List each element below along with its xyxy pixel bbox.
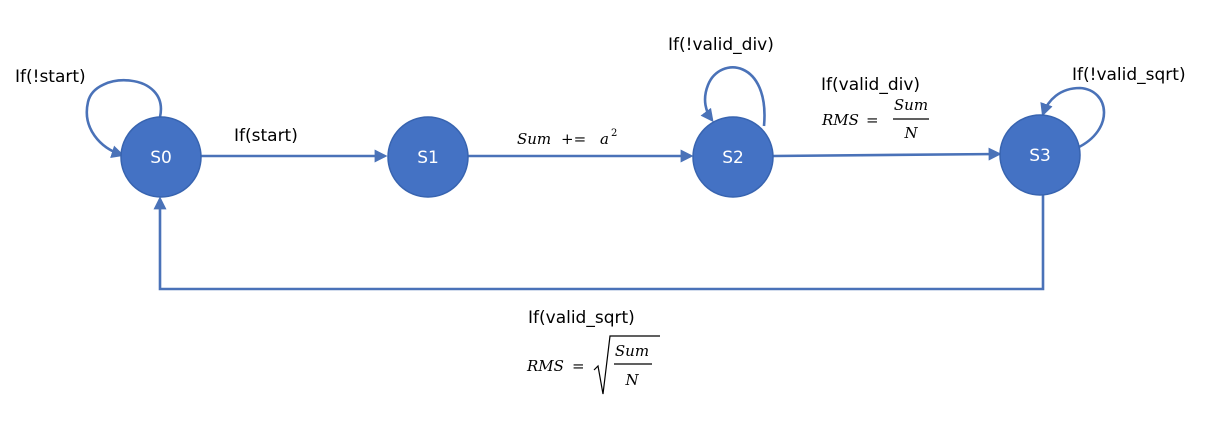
state-s1: S1 (387, 116, 469, 198)
edge-s2-self (700, 66, 766, 127)
rms-div-num: Sum (894, 96, 928, 114)
rms-div-lhs: RMS (821, 111, 859, 129)
sum-update-lhs: Sum (517, 130, 551, 148)
rms-sqrt-eq: = (572, 357, 585, 375)
state-s0: S0 (120, 116, 202, 198)
state-s3-label: S3 (1029, 146, 1051, 166)
cond-s0-to-s1: If(start) (234, 126, 298, 146)
cond-s2-self: If(!valid_div) (668, 35, 774, 55)
equation-sum-update: Sum += a 2 (517, 128, 617, 148)
edge-s0-self (85, 79, 163, 159)
cond-s3-to-s0: If(valid_sqrt) (528, 308, 635, 328)
sum-update-op: += (561, 130, 586, 148)
state-s2-label: S2 (722, 148, 744, 168)
state-s2: S2 (692, 116, 774, 198)
rms-sqrt-num: Sum (615, 342, 649, 360)
edge-s3-to-s0 (153, 195, 1045, 291)
sum-update-exponent: 2 (611, 128, 617, 139)
sqrt-icon (593, 335, 660, 395)
edge-s2-to-s3 (772, 147, 1002, 161)
cond-s0-self: If(!start) (15, 67, 86, 87)
edge-s3-self (1040, 86, 1106, 150)
sum-update-rhs: a (600, 130, 609, 148)
rms-div-eq: = (866, 111, 879, 129)
rms-div-den: N (903, 124, 918, 142)
state-s3: S3 (999, 114, 1081, 196)
cond-s2-to-s3: If(valid_div) (821, 75, 920, 95)
equation-rms-div: RMS = Sum N (821, 96, 929, 142)
rms-sqrt-lhs: RMS (526, 357, 564, 375)
state-s0-label: S0 (150, 148, 172, 168)
state-s1-label: S1 (417, 148, 439, 168)
rms-sqrt-den: N (624, 371, 639, 389)
equation-rms-sqrt: RMS = Sum N (526, 335, 660, 395)
cond-s3-self: If(!valid_sqrt) (1072, 65, 1186, 85)
